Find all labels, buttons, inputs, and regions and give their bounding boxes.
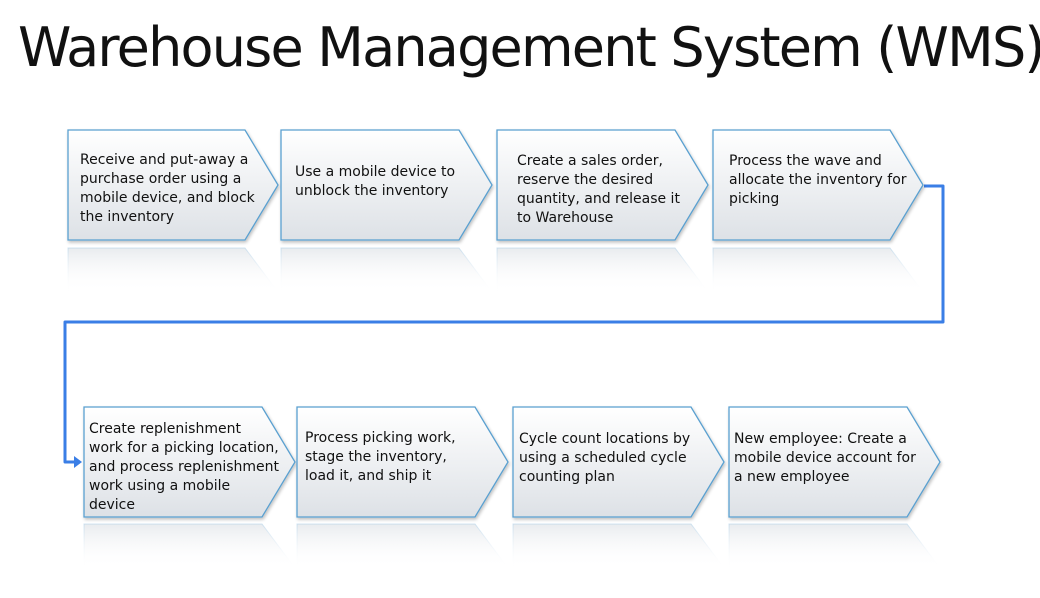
reflection-step-7 xyxy=(512,523,725,569)
reflection-step-1 xyxy=(67,247,279,293)
step-2-chevron xyxy=(280,129,493,241)
step-5-chevron xyxy=(83,406,296,518)
reflection-step-4 xyxy=(712,247,924,293)
step-3-text: Create a sales order, reserve the desire… xyxy=(517,153,680,226)
step-3-chevron xyxy=(496,129,709,241)
reflection-step-3 xyxy=(496,247,709,293)
step-1-chevron xyxy=(67,129,279,241)
step-5-text: Create replenishment work for a picking … xyxy=(89,421,280,513)
step-7-chevron xyxy=(512,406,725,518)
step-8-text: New employee: Create a mobile device acc… xyxy=(734,431,916,485)
reflection-step-6 xyxy=(296,523,509,569)
step-2-text: Use a mobile device to unblock the inven… xyxy=(295,164,456,199)
row-connector-line xyxy=(63,184,945,464)
step-6-text: Process picking work, stage the inventor… xyxy=(305,430,456,484)
reflection-step-2 xyxy=(280,247,493,293)
reflection-step-5 xyxy=(83,523,296,569)
step-8-chevron xyxy=(728,406,941,518)
step-7-text: Cycle count locations by using a schedul… xyxy=(519,431,691,485)
page-title: Warehouse Management System (WMS) xyxy=(18,16,1040,79)
step-6-chevron xyxy=(296,406,509,518)
reflection-step-8 xyxy=(728,523,941,569)
step-4-chevron xyxy=(712,129,924,241)
row-connector-arrowhead xyxy=(74,456,82,468)
step-4-text: Process the wave and allocate the invent… xyxy=(729,153,907,207)
step-1-text: Receive and put-away a purchase order us… xyxy=(80,152,255,225)
